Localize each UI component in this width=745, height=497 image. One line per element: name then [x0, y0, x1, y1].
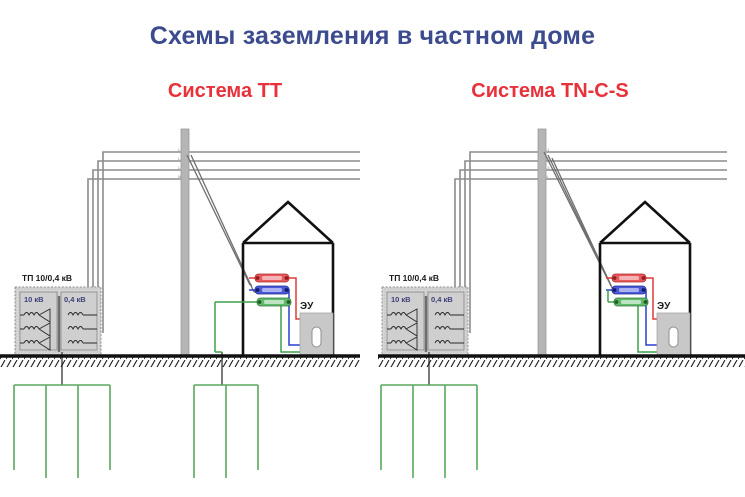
- conductor-label-l3: L3: [545, 165, 550, 170]
- earth-hatching-tt: [0, 357, 360, 367]
- substation-hv-label-tncs: 10 кВ: [391, 295, 411, 304]
- hv-windings-tt: [20, 308, 51, 351]
- hv-windings-tncs: [387, 308, 418, 351]
- substation-label-tt: ТП 10/0,4 кВ: [22, 273, 72, 283]
- conductor-label-l1: L1: [545, 147, 550, 152]
- terminal-block-pe-tt: [256, 297, 292, 307]
- utility-pole-tncs: [537, 128, 547, 356]
- source-earthing-tt: [13, 352, 111, 478]
- substation-hv-label-tt: 10 кВ: [24, 295, 44, 304]
- conductor-label-n: N: [178, 174, 181, 179]
- lv-windings-tt: [67, 312, 97, 345]
- system-title-tncs: Система TN-C-S: [471, 80, 629, 102]
- appliance-label-tncs: ЭУ: [657, 301, 671, 312]
- source-earthing-tncs: [380, 352, 478, 478]
- appliance-element-tncs: [668, 326, 679, 348]
- terminal-block-neutral-tncs: [611, 285, 647, 295]
- substation-lv-label-tncs: 0,4 кВ: [431, 295, 453, 304]
- system-diagram-tt: L1 L2 L3 N: [0, 128, 360, 478]
- terminal-block-neutral-tt: [254, 285, 290, 295]
- earth-hatching-tncs: [378, 357, 745, 367]
- house-earthing-tt: [193, 301, 259, 478]
- substation-lv-label-tt: 0,4 кВ: [64, 295, 86, 304]
- terminal-block-phase-tncs: [611, 273, 647, 283]
- overhead-lines-tt: [87, 151, 360, 333]
- system-diagram-tncs: L1 L2 L3 N: [378, 128, 745, 478]
- system-title-tt: Система TT: [167, 80, 283, 102]
- substation-lv-cell-tt: [60, 291, 98, 351]
- substation-label-tncs: ТП 10/0,4 кВ: [389, 273, 439, 283]
- utility-pole-tt: [180, 128, 190, 356]
- page-title: Схемы заземления в частном доме: [149, 22, 596, 50]
- overhead-lines-tncs: [454, 151, 727, 333]
- conductor-label-n: N: [545, 174, 548, 179]
- lv-windings-tncs: [434, 312, 464, 345]
- terminal-block-phase-tt: [254, 273, 290, 283]
- service-drop-tncs: [543, 151, 616, 295]
- terminal-block-pe-tncs: [613, 297, 649, 307]
- appliance-element-tt: [311, 326, 322, 348]
- appliance-label-tt: ЭУ: [300, 301, 314, 312]
- substation-lv-cell-tncs: [427, 291, 465, 351]
